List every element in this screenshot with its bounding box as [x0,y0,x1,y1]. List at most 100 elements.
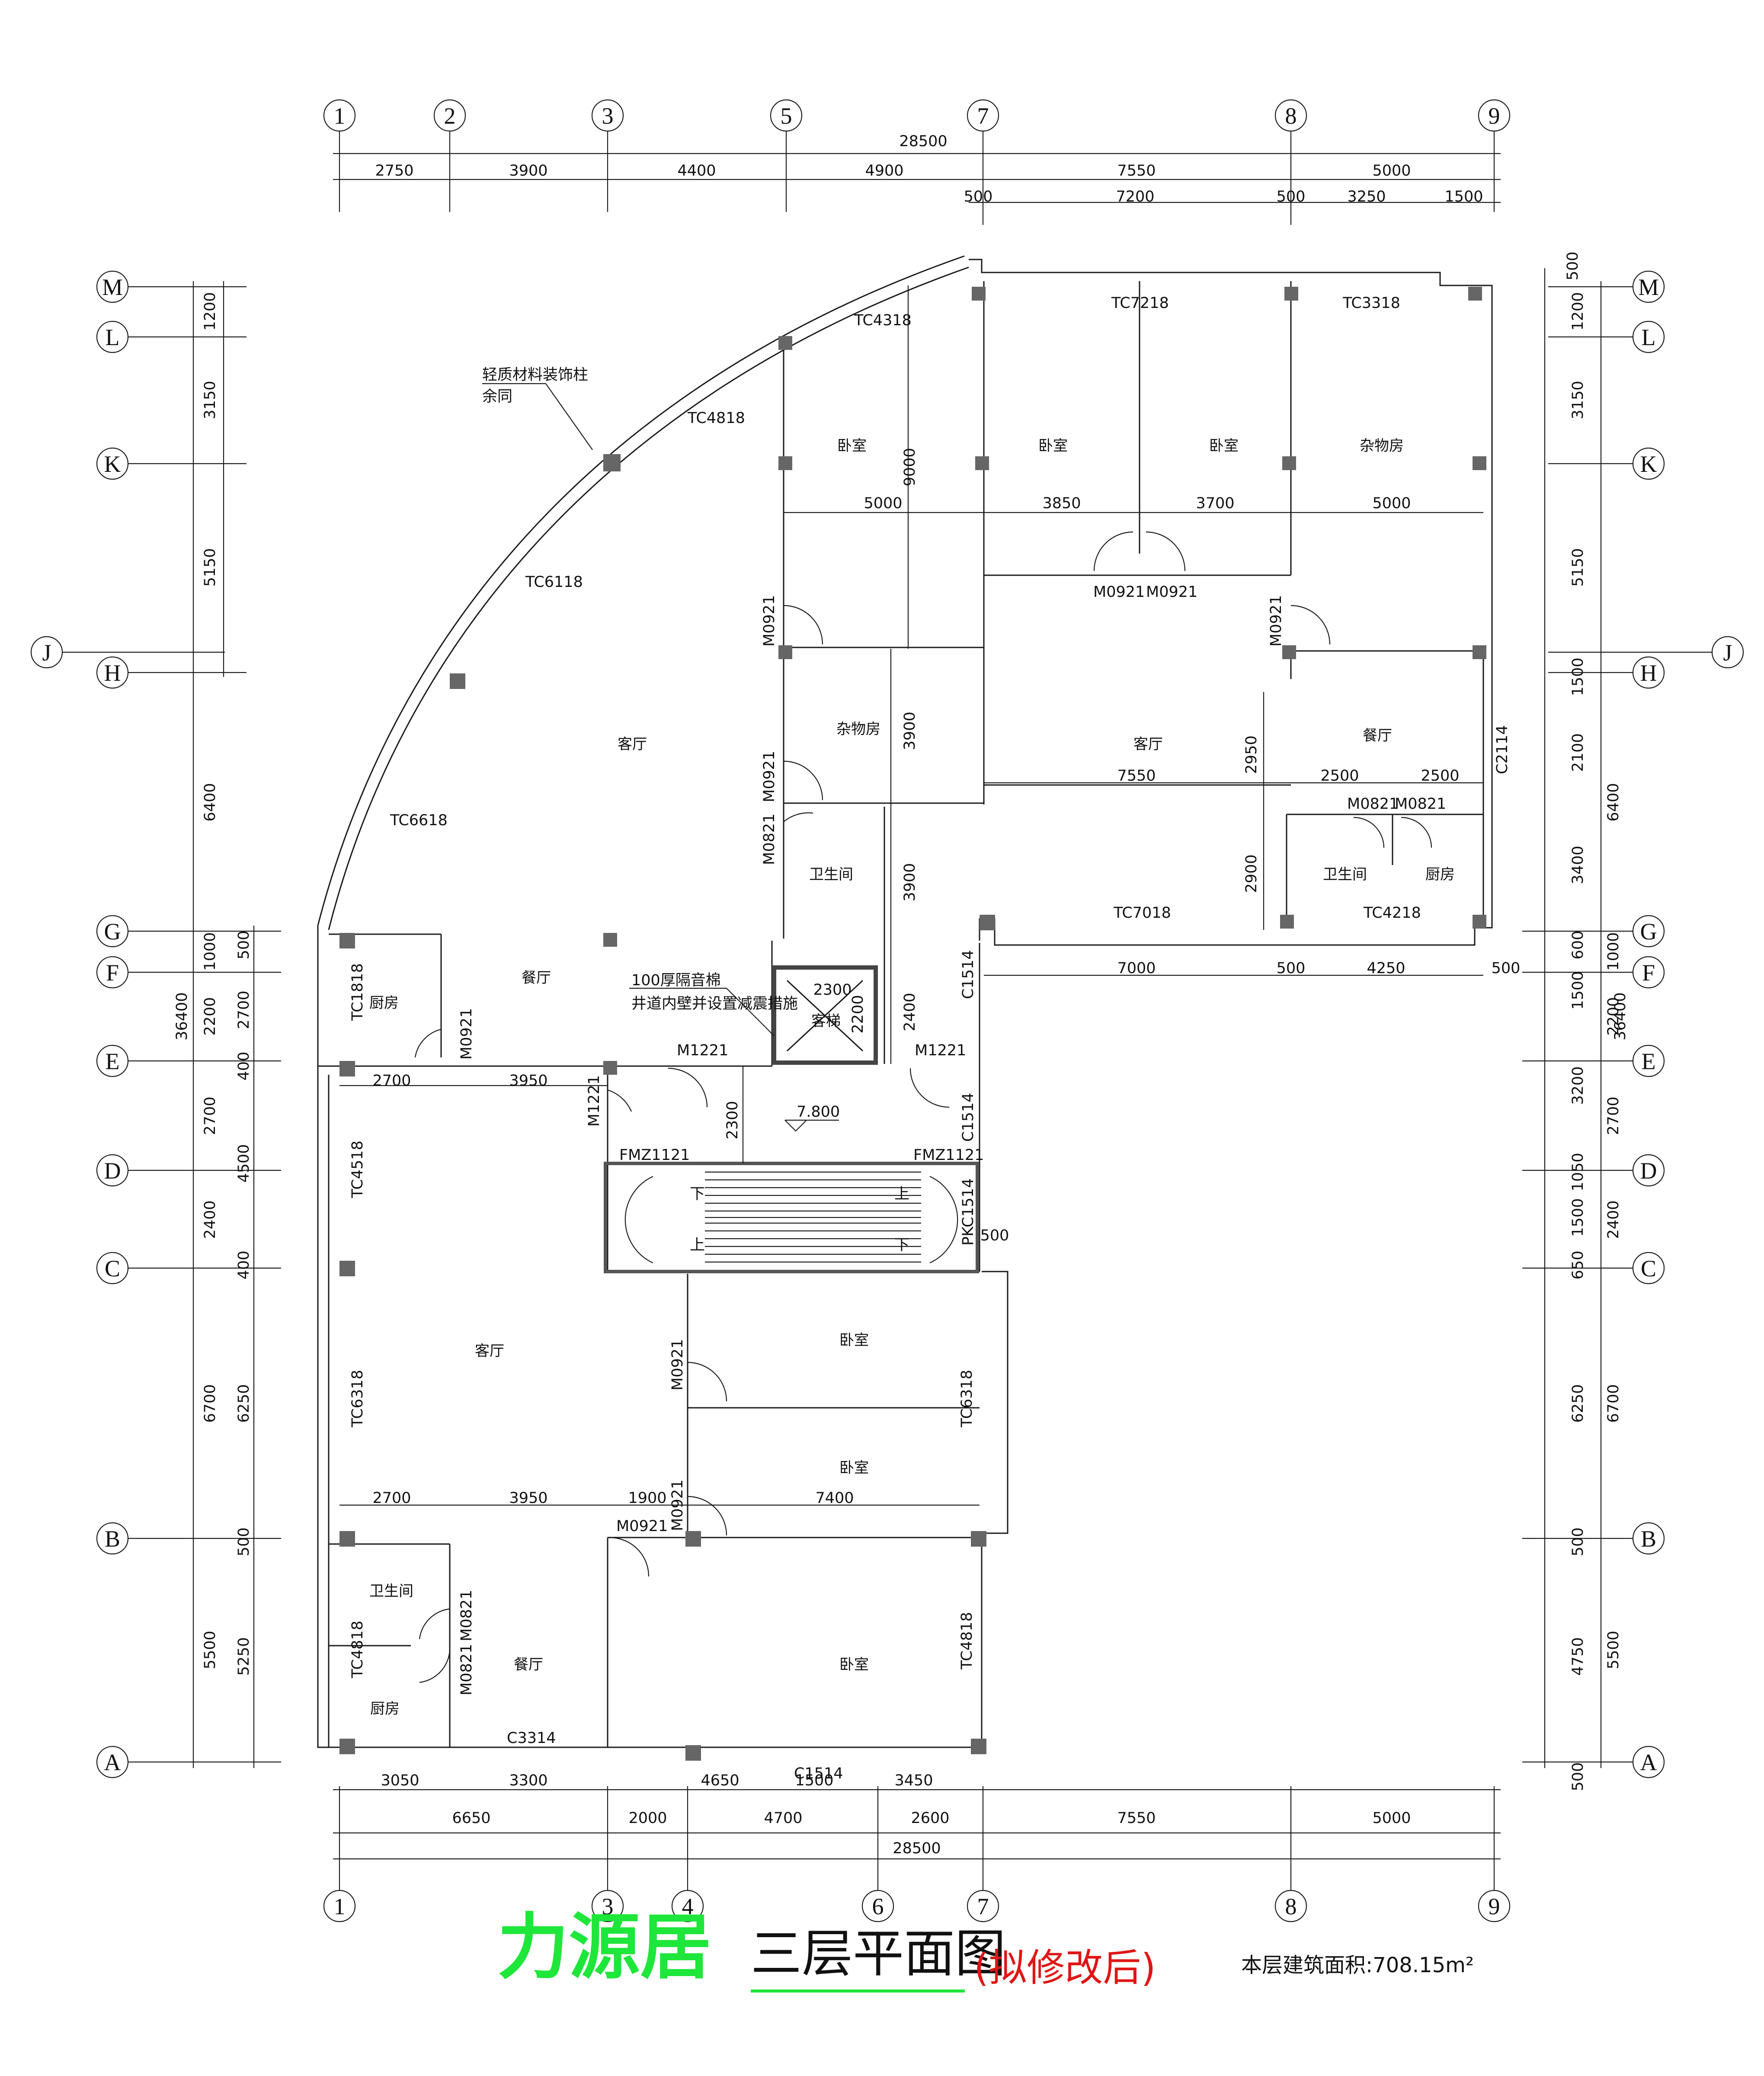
axis-left-J: J [42,640,51,666]
axis-right-H: H [1640,660,1657,686]
dim-right: 500 [1564,252,1582,281]
axis-top-9: 9 [1489,103,1500,129]
axis-bottom-1: 1 [334,1893,346,1919]
axis-right-C: C [1641,1256,1656,1281]
window-label: TC4218 [1363,904,1421,922]
dim-internal: 5000 [864,495,902,512]
dim-top: 3900 [509,162,547,179]
room-label-dining: 餐厅 [1363,727,1392,744]
dim-left-total: 36400 [173,992,191,1040]
axis-top-2: 2 [444,103,456,129]
stair-down-label: 下 [894,1237,909,1254]
axis-left-B: B [105,1526,120,1552]
axis-top-5: 5 [781,103,792,129]
axis-bottom-9: 9 [1489,1893,1500,1919]
window-label: TC4518 [349,1141,366,1198]
stair-treads [705,1171,921,1263]
dim-right: 2100 [1569,733,1587,772]
axis-right-M: M [1638,274,1659,300]
axis-left-M: M [102,274,123,300]
axis-bottom-8: 8 [1285,1893,1297,1919]
dim-left-inner: 2700 [235,990,253,1029]
dim-top-total: 28500 [899,133,947,150]
axis-leaders [62,131,1712,1890]
shaft-note: 100厚隔音棉 [631,972,721,989]
axis-top-3: 3 [602,103,614,129]
stair-up-label: 上 [894,1185,909,1203]
dim-internal: 3900 [901,863,919,901]
door-label: M0921 [458,1008,475,1060]
dim-top: 2750 [375,162,413,179]
dim-left: 1000 [202,932,219,971]
dim-left: 6400 [202,783,219,821]
dim-right: 500 [1569,1528,1587,1557]
dim-internal: 7400 [815,1490,854,1507]
top-axis-bubbles: 1 2 3 5 7 8 9 [323,99,1511,132]
room-label-bathroom: 卫生间 [369,1583,413,1600]
dim-internal: 500 [1492,960,1521,977]
dim-right: 6250 [1569,1384,1587,1422]
dim-right-total: 36400 [1612,992,1629,1040]
window-label: TC7018 [1113,904,1171,922]
window-label: TC4818 [687,410,745,427]
dim-right: 3200 [1569,1066,1587,1105]
axis-left-F: F [106,960,119,986]
axis-right-A: A [1640,1749,1657,1775]
internal-dimensions: 5000 3850 3700 5000 9000 3900 3900 2950 … [372,448,1520,1507]
dim-left: 1200 [202,292,219,330]
level-mark: 7.800 [797,1103,840,1121]
room-label-bedroom: 卧室 [1038,437,1068,455]
title-underline [751,1990,965,1993]
dim-bottom: 2000 [628,1810,667,1827]
room-label-bathroom: 卫生间 [809,866,853,883]
dim-top: 500 [964,188,993,205]
room-label-bedroom: 卧室 [839,1332,869,1349]
dimension-lines [192,153,1602,1860]
door-labels: M0921 M0921 M0921 M0921 M0921 M0821 M082… [458,583,1446,1695]
axis-top-7: 7 [977,103,989,129]
dim-internal: 2500 [1320,767,1359,785]
window-label: TC1818 [349,963,366,1021]
door-label: M0821 [761,814,778,865]
dim-internal: 3950 [509,1072,547,1089]
dim-internal: 500 [1277,960,1306,977]
room-label-kitchen: 厨房 [369,994,399,1012]
dim-top: 3250 [1347,188,1386,205]
window-label: TC4818 [349,1621,366,1679]
window-label: TC7218 [1111,295,1169,312]
project-name: 力源居 [497,1906,711,1989]
door-label: M1221 [586,1075,603,1127]
curved-facade-outer [317,255,965,926]
dim-right: 1200 [1569,292,1587,330]
room-label-dining: 餐厅 [522,969,551,987]
dim-internal: 2400 [901,993,919,1031]
dim-left-inner: 4500 [235,1144,253,1182]
right-axis-bubbles: M L K J H G F E D C B A [1632,270,1744,1778]
dim-bottom: 2600 [911,1810,949,1827]
door-label: M0821 [458,1590,475,1641]
dim-top: 4900 [865,162,903,179]
dim-left-inner: 400 [235,1052,253,1081]
room-label-bedroom: 卧室 [1209,437,1239,455]
dim-bottom: 7550 [1117,1810,1156,1827]
room-label-storage: 杂物房 [836,721,880,738]
axis-right-J: J [1723,640,1732,666]
dim-top: 5000 [1372,162,1411,179]
dim-right: 1500 [1569,1198,1587,1237]
dim-right: 4750 [1569,1637,1587,1676]
axis-right-L: L [1642,324,1656,350]
window-label: TC3318 [1342,295,1400,312]
dim-right-inner: 6700 [1605,1384,1622,1422]
door-label: M0921 [1268,595,1285,647]
dim-bottom: 6650 [452,1810,490,1827]
dim-left: 3150 [202,381,219,419]
window-label: C2114 [1494,725,1511,774]
door-label: M1221 [915,1042,966,1059]
dim-internal: 500 [980,1227,1009,1244]
dim-internal: 2950 [1243,735,1260,774]
axis-right-E: E [1642,1048,1656,1074]
dim-bottom: 4650 [701,1772,739,1789]
dim-bottom: 5000 [1372,1810,1411,1827]
axis-right-G: G [1640,919,1657,945]
